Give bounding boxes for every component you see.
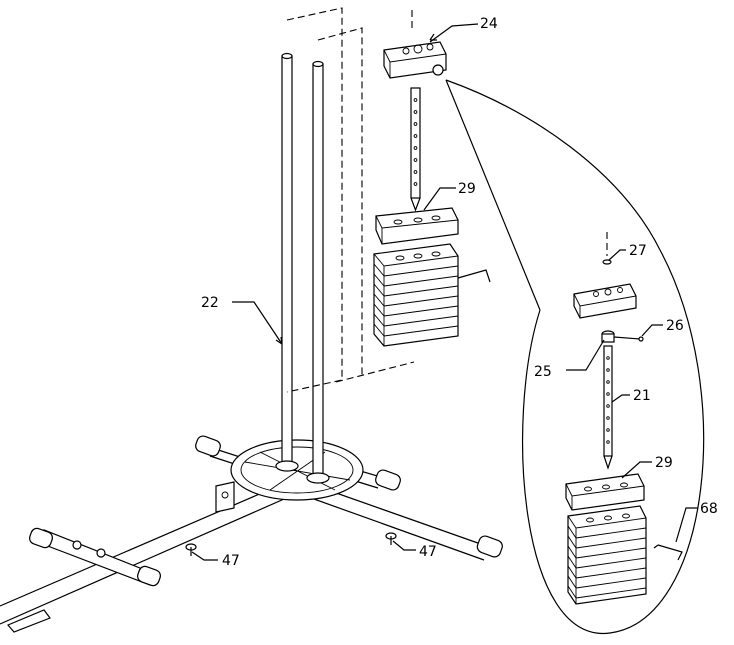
detail-assembly (565, 232, 683, 605)
alignment-dashed-lines (286, 7, 415, 393)
label-part-47-right: 47 (419, 544, 437, 560)
weight-stack (373, 243, 459, 347)
label-part-22: 22 (201, 295, 219, 311)
label-part-47-left: 47 (222, 553, 240, 569)
label-part-21: 21 (633, 388, 651, 404)
base-frame (0, 435, 503, 633)
detail-bubble (445, 79, 705, 634)
leader-lines (191, 23, 698, 561)
top-plate-assembly (373, 41, 491, 347)
label-part-25: 25 (534, 364, 552, 380)
part-labels: 24 29 22 47 47 27 26 25 21 29 68 (201, 16, 718, 569)
label-part-27: 27 (629, 243, 647, 259)
label-part-68: 68 (700, 501, 718, 517)
label-part-26: 26 (666, 318, 684, 334)
guide-rods (275, 52, 330, 484)
label-part-29-top: 29 (458, 181, 476, 197)
label-part-29-detail: 29 (655, 455, 673, 471)
label-part-24: 24 (480, 16, 498, 32)
